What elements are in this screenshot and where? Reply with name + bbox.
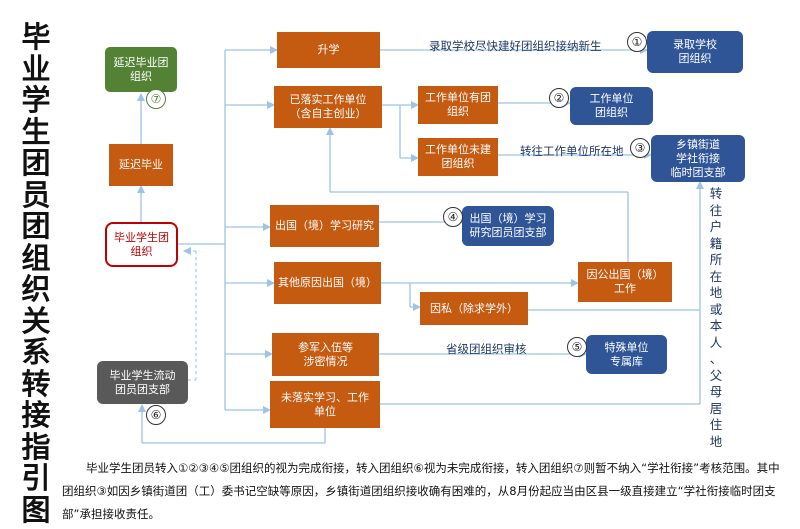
flow-branch-box: 毕业学生流动 团员团支部 [97,361,188,404]
number-7-badge: ⑦ [146,89,166,109]
target-5-box: 特殊单位 专属库 [586,335,667,374]
number-4-badge: ④ [443,207,463,227]
admission-edge-label: 录取学校尽快建好团组织接纳新生 [429,39,602,53]
unit-no-org-box: 工作单位未建 团组织 [418,138,498,176]
private-abroad-box: 因私（除求学外） [420,292,528,325]
unit-has-org-box: 工作单位有团 组织 [418,86,498,124]
footnote: 毕业学生团员转入①②③④⑤团组织的视为完成衔接，转入团组织⑥视为未完成衔接，转入… [62,461,780,521]
transfer-unit-edge-label: 转往工作单位所在地 [520,144,624,158]
page-title: 毕业学生团员团组织关系转接指引图 [21,20,51,527]
target-2-box: 工作单位 团组织 [570,87,653,125]
number-6-badge: ⑥ [146,405,166,425]
hometown-edge-label: 转往户籍所在地或本人、父母居住地 [709,186,723,449]
target-3-box: 乡镇街道 学社衔接 临时团支部 [651,135,745,182]
further-study-box: 升学 [277,32,380,68]
public-abroad-box: 因公出国（境） 工作 [578,262,672,302]
center-node-box: 毕业学生团 组织 [105,222,178,267]
extend-org-box: 延迟毕业团 组织 [105,47,177,92]
abroad-other-box: 其他原因出国（境） [274,262,381,304]
number-1-badge: ① [627,32,647,52]
number-5-badge: ⑤ [567,337,587,357]
target-4-box: 出国（境）学习 研究团员团支部 [462,206,554,246]
unemployed-box: 未落实学习、工作 单位 [270,381,380,428]
extend-grad-box: 延迟毕业 [109,144,173,186]
number-2-badge: ② [549,88,569,108]
military-box: 参军入伍等 涉密情况 [272,333,379,376]
number-3-badge: ③ [630,138,650,158]
provincial-edge-label: 省级团组织审核 [446,342,527,356]
target-1-box: 录取学校 团组织 [647,31,743,73]
abroad-study-box: 出国（境）学习研究 [270,205,379,247]
employed-box: 已落实工作单位 （含自主创业） [274,86,382,128]
